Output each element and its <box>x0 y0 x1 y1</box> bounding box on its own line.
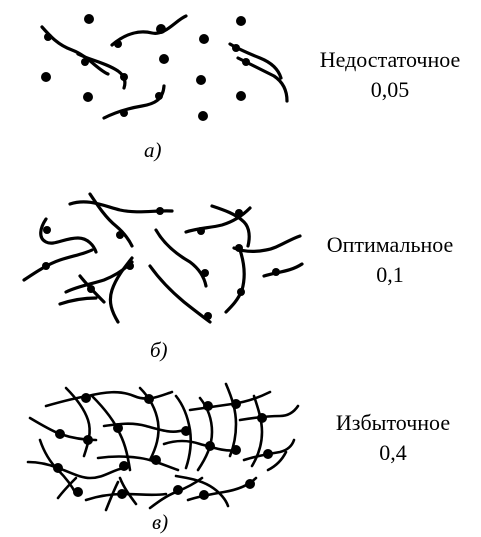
chain-node <box>126 262 134 270</box>
crosslink-node <box>173 485 183 495</box>
crosslink-dot <box>41 72 51 82</box>
crosslink-node <box>263 449 273 459</box>
crosslink-node <box>181 426 191 436</box>
panel-c-value: 0,4 <box>318 438 468 468</box>
panel-a-label: Недостаточное 0,05 <box>305 45 475 105</box>
chain <box>234 236 300 251</box>
crosslink-node <box>205 441 215 451</box>
panel-b-caption: б) <box>150 338 168 363</box>
crosslink-node <box>117 489 127 499</box>
chain-node <box>156 207 164 215</box>
crosslink-dot <box>159 54 169 64</box>
chain <box>42 27 108 74</box>
chain-node <box>242 58 250 66</box>
chain <box>112 16 186 45</box>
crosslink-node <box>151 455 161 465</box>
panel-b-value: 0,1 <box>310 260 470 290</box>
chain <box>226 384 236 456</box>
crosslink-dot <box>236 91 246 101</box>
crosslink-node <box>257 413 267 423</box>
crosslink-node <box>83 435 93 445</box>
chain <box>104 86 164 118</box>
panel-c-caption: в) <box>152 510 168 535</box>
chain-node <box>204 312 212 320</box>
chain <box>41 219 96 252</box>
panel-c-label: Избыточное 0,4 <box>318 408 468 468</box>
crosslink-dot <box>236 16 246 26</box>
chain-node <box>81 58 89 66</box>
crosslink-node <box>113 423 123 433</box>
crosslink-node <box>203 401 213 411</box>
crosslink-node <box>55 429 65 439</box>
chain-node <box>42 262 50 270</box>
chain-node <box>87 285 95 293</box>
chain-node <box>155 92 163 100</box>
crosslink-node <box>199 490 209 500</box>
crosslink-node <box>53 463 63 473</box>
chain <box>98 457 178 471</box>
chain-node <box>201 269 209 277</box>
chain-node <box>114 40 122 48</box>
crosslink-dot <box>198 111 208 121</box>
chain-node <box>120 73 128 81</box>
chain <box>60 298 96 304</box>
chain-node <box>197 227 205 235</box>
chain-node <box>120 109 128 117</box>
chain <box>156 230 206 286</box>
chain-node <box>232 44 240 52</box>
chain <box>264 264 302 276</box>
crosslink-node <box>73 487 83 497</box>
chain-node <box>237 288 245 296</box>
crosslink-node <box>231 399 241 409</box>
panel-b-name: Оптимальное <box>310 230 470 260</box>
chain <box>28 462 124 478</box>
crosslink-dot <box>196 75 206 85</box>
crosslink-dot <box>84 14 94 24</box>
chain-node <box>272 268 280 276</box>
chain <box>66 262 132 292</box>
panel-a-caption: а) <box>144 138 162 163</box>
crosslink-node <box>245 479 255 489</box>
chain <box>226 250 244 312</box>
crosslink-dot <box>199 34 209 44</box>
chain-node <box>235 244 243 252</box>
crosslink-node <box>144 394 154 404</box>
chain-node <box>43 226 51 234</box>
chain <box>90 194 132 246</box>
crosslink-dot <box>83 92 93 102</box>
panel-a-name: Недостаточное <box>305 45 475 75</box>
chain-node <box>44 33 52 41</box>
panel-c-network <box>28 384 298 510</box>
chain-node <box>116 231 124 239</box>
chain <box>24 250 92 280</box>
crosslink-node <box>119 461 129 471</box>
crosslink-node <box>231 445 241 455</box>
crosslink-dot <box>156 24 166 34</box>
panel-c-name: Избыточное <box>318 408 468 438</box>
panel-b-label: Оптимальное 0,1 <box>310 230 470 290</box>
crosslink-node <box>81 393 91 403</box>
chain-node <box>235 209 243 217</box>
chain <box>240 406 298 420</box>
panel-a-value: 0,05 <box>305 75 475 105</box>
chain <box>164 441 238 451</box>
